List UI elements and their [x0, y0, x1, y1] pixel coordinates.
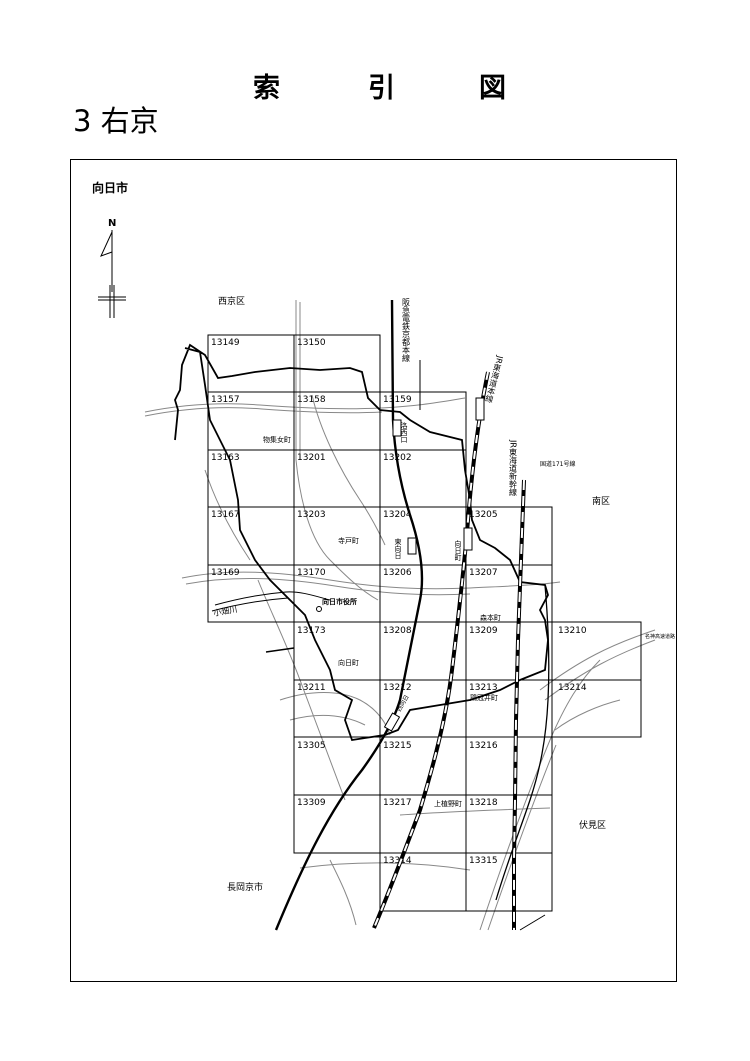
- tile-label: 13203: [297, 510, 326, 520]
- tile-label: 13217: [383, 798, 412, 808]
- tile-label: 13158: [297, 395, 326, 405]
- route-171: [495, 584, 550, 901]
- tile-label: 13305: [297, 741, 326, 751]
- station-rakusaiguchi: [392, 419, 402, 437]
- roads: [144, 300, 656, 931]
- north-label: N: [108, 218, 116, 229]
- tile-grid: [207, 334, 642, 912]
- tile-label: 13214: [558, 683, 587, 693]
- tile-label: 13207: [469, 568, 498, 578]
- tile-label: 13210: [558, 626, 587, 636]
- label-nishikyo: 西京区: [218, 295, 245, 307]
- label-nagaokakyo: 長岡京市: [227, 881, 263, 893]
- label-jr-shinkansen: JR東海道新幹線: [509, 439, 518, 496]
- label-route171: 国道171号線: [540, 460, 575, 468]
- station-mukomachi: [463, 527, 473, 551]
- place-labels: 西京区 南区 伏見区 長岡京市 物集女町 寺戸町 向日市役所 向日町 森本町 鶏…: [213, 295, 610, 893]
- tile-label: 13159: [383, 395, 412, 405]
- tile-label: 13167: [211, 510, 240, 520]
- tile-label: 13209: [469, 626, 498, 636]
- label-cityhall: 向日市役所: [322, 597, 357, 606]
- label-nishimuko: 西向日: [395, 693, 411, 713]
- tile-label: 13215: [383, 741, 412, 751]
- obata-river: [214, 591, 331, 606]
- tile-label: 13314: [383, 856, 412, 866]
- tile-label: 13157: [211, 395, 240, 405]
- tile-label: 13309: [297, 798, 326, 808]
- tile-label: 13208: [383, 626, 412, 636]
- tile-label: 13150: [297, 338, 326, 348]
- page-subtitle: 3 右京: [73, 104, 159, 138]
- label-fushimi: 伏見区: [579, 819, 606, 831]
- tile-label: 13216: [469, 741, 498, 751]
- label-terado: 寺戸町: [338, 537, 359, 545]
- label-higashimuko: 東向日: [394, 537, 402, 560]
- title-char-2: 引: [368, 73, 395, 104]
- station-nishimuko: [383, 712, 401, 732]
- station-katsuragawa: [475, 397, 485, 421]
- label-rakusaiguchi: 洛西口: [400, 421, 408, 443]
- label-minami: 南区: [592, 495, 610, 507]
- tile-label: 13212: [383, 683, 412, 693]
- tile-label: 13149: [211, 338, 240, 348]
- title-char-1: 索: [253, 73, 280, 104]
- cityhall-marker-icon: [316, 606, 322, 612]
- tile-label: 13169: [211, 568, 240, 578]
- city-boundary: [174, 343, 549, 742]
- tile-label: 13211: [297, 683, 326, 693]
- tile-label: 13173: [297, 626, 326, 636]
- title-char-3: 図: [479, 73, 506, 104]
- label-kaidei: 鶏冠井町: [470, 693, 498, 702]
- label-morimoto: 森本町: [480, 613, 501, 622]
- station-higashimuko: [407, 537, 417, 555]
- label-mukomachi-station: 向日町: [454, 539, 462, 561]
- tile-label: 13204: [383, 510, 412, 520]
- tile-label: 13206: [383, 568, 412, 578]
- map-frame: [70, 159, 677, 982]
- label-meishin: 名神高速道路: [645, 633, 675, 640]
- north-arrow-icon: N: [98, 218, 126, 318]
- page-title: 索 引 図: [0, 66, 750, 106]
- tile-label: 13205: [469, 510, 498, 520]
- tile-label: 13170: [297, 568, 326, 578]
- tile-label: 13213: [469, 683, 498, 693]
- city-label: 向日市: [92, 180, 128, 195]
- label-obata-river: 小畑川: [213, 605, 238, 618]
- tile-label: 13315: [469, 856, 498, 866]
- label-muko-machi: 向日町: [338, 658, 359, 667]
- label-hankyu: 阪急電鉄京都本線: [402, 298, 411, 362]
- tile-label: 13201: [297, 453, 326, 463]
- label-monoshume: 物集女町: [263, 435, 291, 444]
- label-kamiueno: 上植野町: [434, 799, 462, 808]
- tile-label: 13218: [469, 798, 498, 808]
- tile-label: 13163: [211, 453, 240, 463]
- hankyu-line: [274, 299, 424, 931]
